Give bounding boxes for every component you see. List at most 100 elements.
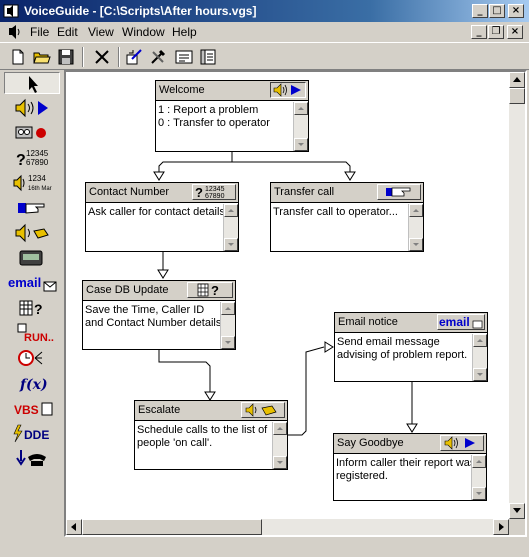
- node-email-notice[interactable]: Email notice email Send email message ad…: [334, 312, 488, 382]
- menu-view[interactable]: View: [88, 25, 114, 39]
- list-button[interactable]: [198, 47, 218, 67]
- description-line: Schedule calls to the list of: [137, 424, 268, 436]
- pager-icon: [19, 250, 43, 266]
- scroll-left-button[interactable]: [66, 519, 82, 535]
- database-query-icon: ?: [19, 300, 43, 317]
- flow-canvas-frame: Welcome 1 : Report a problem 0 : Transfe…: [64, 70, 527, 537]
- palette-record[interactable]: [4, 122, 60, 144]
- menu-edit[interactable]: Edit: [57, 25, 78, 39]
- menu-file[interactable]: File: [30, 25, 50, 39]
- flow-canvas[interactable]: Welcome 1 : Report a problem 0 : Transfe…: [66, 72, 509, 519]
- palette-database-query[interactable]: ?: [4, 297, 60, 319]
- node-header[interactable]: Escalate: [135, 401, 287, 421]
- link-casedb-escalate: [158, 349, 211, 393]
- menu-help[interactable]: Help: [172, 25, 197, 39]
- horizontal-scrollbar[interactable]: [66, 519, 509, 535]
- palette-say[interactable]: [4, 97, 60, 119]
- scroll-up-button[interactable]: [509, 72, 525, 88]
- palette-voicemail[interactable]: [4, 222, 60, 244]
- palette-time-switch[interactable]: [4, 347, 60, 369]
- app-icon: [3, 4, 19, 18]
- scroll-down-button[interactable]: [509, 503, 525, 519]
- message-button[interactable]: [174, 47, 194, 67]
- description-line: advising of problem report.: [337, 349, 468, 361]
- document-icon[interactable]: [6, 24, 22, 40]
- mdi-close-button[interactable]: ×: [507, 25, 523, 39]
- delete-button[interactable]: [92, 47, 112, 67]
- scroll-thumb[interactable]: [509, 88, 525, 104]
- say-icon[interactable]: [270, 82, 306, 98]
- palette-dde[interactable]: DDE: [4, 422, 60, 444]
- node-say-goodbye[interactable]: Say Goodbye Inform caller their report w…: [333, 433, 487, 501]
- properties-button[interactable]: [124, 47, 144, 67]
- node-contact-number[interactable]: Contact Number ? 12345 67890 Ask caller …: [85, 182, 239, 252]
- database-query-icon[interactable]: ?: [187, 282, 233, 298]
- save-button[interactable]: [56, 47, 76, 67]
- node-header[interactable]: Say Goodbye: [334, 434, 486, 454]
- node-scrollbar[interactable]: [272, 422, 287, 469]
- node-description: Send email message advising of problem r…: [335, 334, 472, 381]
- minimize-button[interactable]: _: [472, 4, 488, 18]
- node-header[interactable]: Contact Number ? 12345 67890: [86, 183, 238, 203]
- open-button[interactable]: [32, 47, 52, 67]
- svg-text:RUN..: RUN..: [24, 332, 54, 344]
- mdi-minimize-button[interactable]: _: [471, 25, 487, 39]
- palette-hang-up[interactable]: [4, 447, 60, 469]
- node-welcome[interactable]: Welcome 1 : Report a problem 0 : Transfe…: [155, 80, 309, 152]
- time-switch-icon: [18, 350, 43, 366]
- palette-pager[interactable]: [4, 247, 60, 269]
- node-case-db-update[interactable]: Case DB Update ? Save the Time, Caller I…: [82, 280, 236, 350]
- run-program-icon: RUN..: [17, 323, 54, 344]
- maximize-button[interactable]: □: [489, 4, 505, 18]
- node-header[interactable]: Transfer call: [271, 183, 423, 203]
- properties-icon: [126, 49, 142, 65]
- node-scrollbar[interactable]: [223, 204, 238, 251]
- node-description: Ask caller for contact details: [86, 204, 225, 251]
- scroll-thumb[interactable]: [82, 519, 262, 535]
- get-numbers-icon: ? 12345 67890: [16, 149, 49, 169]
- transfer-call-icon[interactable]: [377, 184, 421, 200]
- say-icon[interactable]: [440, 435, 484, 451]
- node-title: Case DB Update: [86, 284, 169, 296]
- node-scrollbar[interactable]: [408, 204, 423, 251]
- scroll-right-button[interactable]: [493, 519, 509, 535]
- delete-icon: [95, 50, 109, 64]
- new-file-button[interactable]: [8, 47, 28, 67]
- palette-time-date[interactable]: 1234 16th Mar: [4, 172, 60, 194]
- palette-pointer[interactable]: [4, 72, 60, 94]
- menu-option-line: 1 : Report a problem: [158, 104, 259, 116]
- link-escalate-email: [288, 346, 325, 436]
- node-transfer-call[interactable]: Transfer call Transfer call to operator.…: [270, 182, 424, 252]
- node-scrollbar[interactable]: [471, 455, 486, 500]
- node-scrollbar[interactable]: [293, 102, 308, 151]
- palette-vbscript[interactable]: VBS: [4, 397, 60, 419]
- vertical-scrollbar[interactable]: [509, 72, 525, 519]
- transfer-call-icon: [18, 203, 45, 214]
- palette-email[interactable]: email: [4, 272, 60, 294]
- palette-transfer-call[interactable]: [4, 197, 60, 219]
- palette-run-program[interactable]: RUN..: [4, 322, 60, 344]
- node-scrollbar[interactable]: [220, 302, 235, 349]
- node-description: Save the Time, Caller ID and Contact Num…: [83, 302, 221, 349]
- menu-window[interactable]: Window: [122, 25, 165, 39]
- node-header[interactable]: Welcome: [156, 81, 308, 101]
- node-escalate[interactable]: Escalate Schedule calls to the list of p…: [134, 400, 288, 470]
- node-scrollbar[interactable]: [472, 334, 487, 381]
- voicemail-icon[interactable]: [241, 402, 285, 418]
- node-title: Email notice: [338, 316, 398, 328]
- svg-text:email: email: [8, 275, 41, 290]
- node-title: Say Goodbye: [337, 437, 404, 449]
- description-line: registered.: [336, 470, 388, 482]
- email-icon[interactable]: email: [437, 314, 485, 330]
- palette-get-numbers[interactable]: ? 12345 67890: [4, 147, 60, 169]
- palette-evaluate-expression[interactable]: f(x): [4, 372, 60, 394]
- node-description: Schedule calls to the list of people 'on…: [135, 422, 272, 469]
- close-button[interactable]: ×: [508, 4, 524, 18]
- node-header[interactable]: Case DB Update ?: [83, 281, 235, 301]
- hang-up-icon: [16, 450, 46, 466]
- tools-button[interactable]: [148, 47, 168, 67]
- email-icon: email: [8, 275, 57, 292]
- get-numbers-icon[interactable]: ? 12345 67890: [192, 184, 236, 200]
- node-header[interactable]: Email notice email: [335, 313, 487, 333]
- mdi-restore-button[interactable]: ❐: [488, 25, 504, 39]
